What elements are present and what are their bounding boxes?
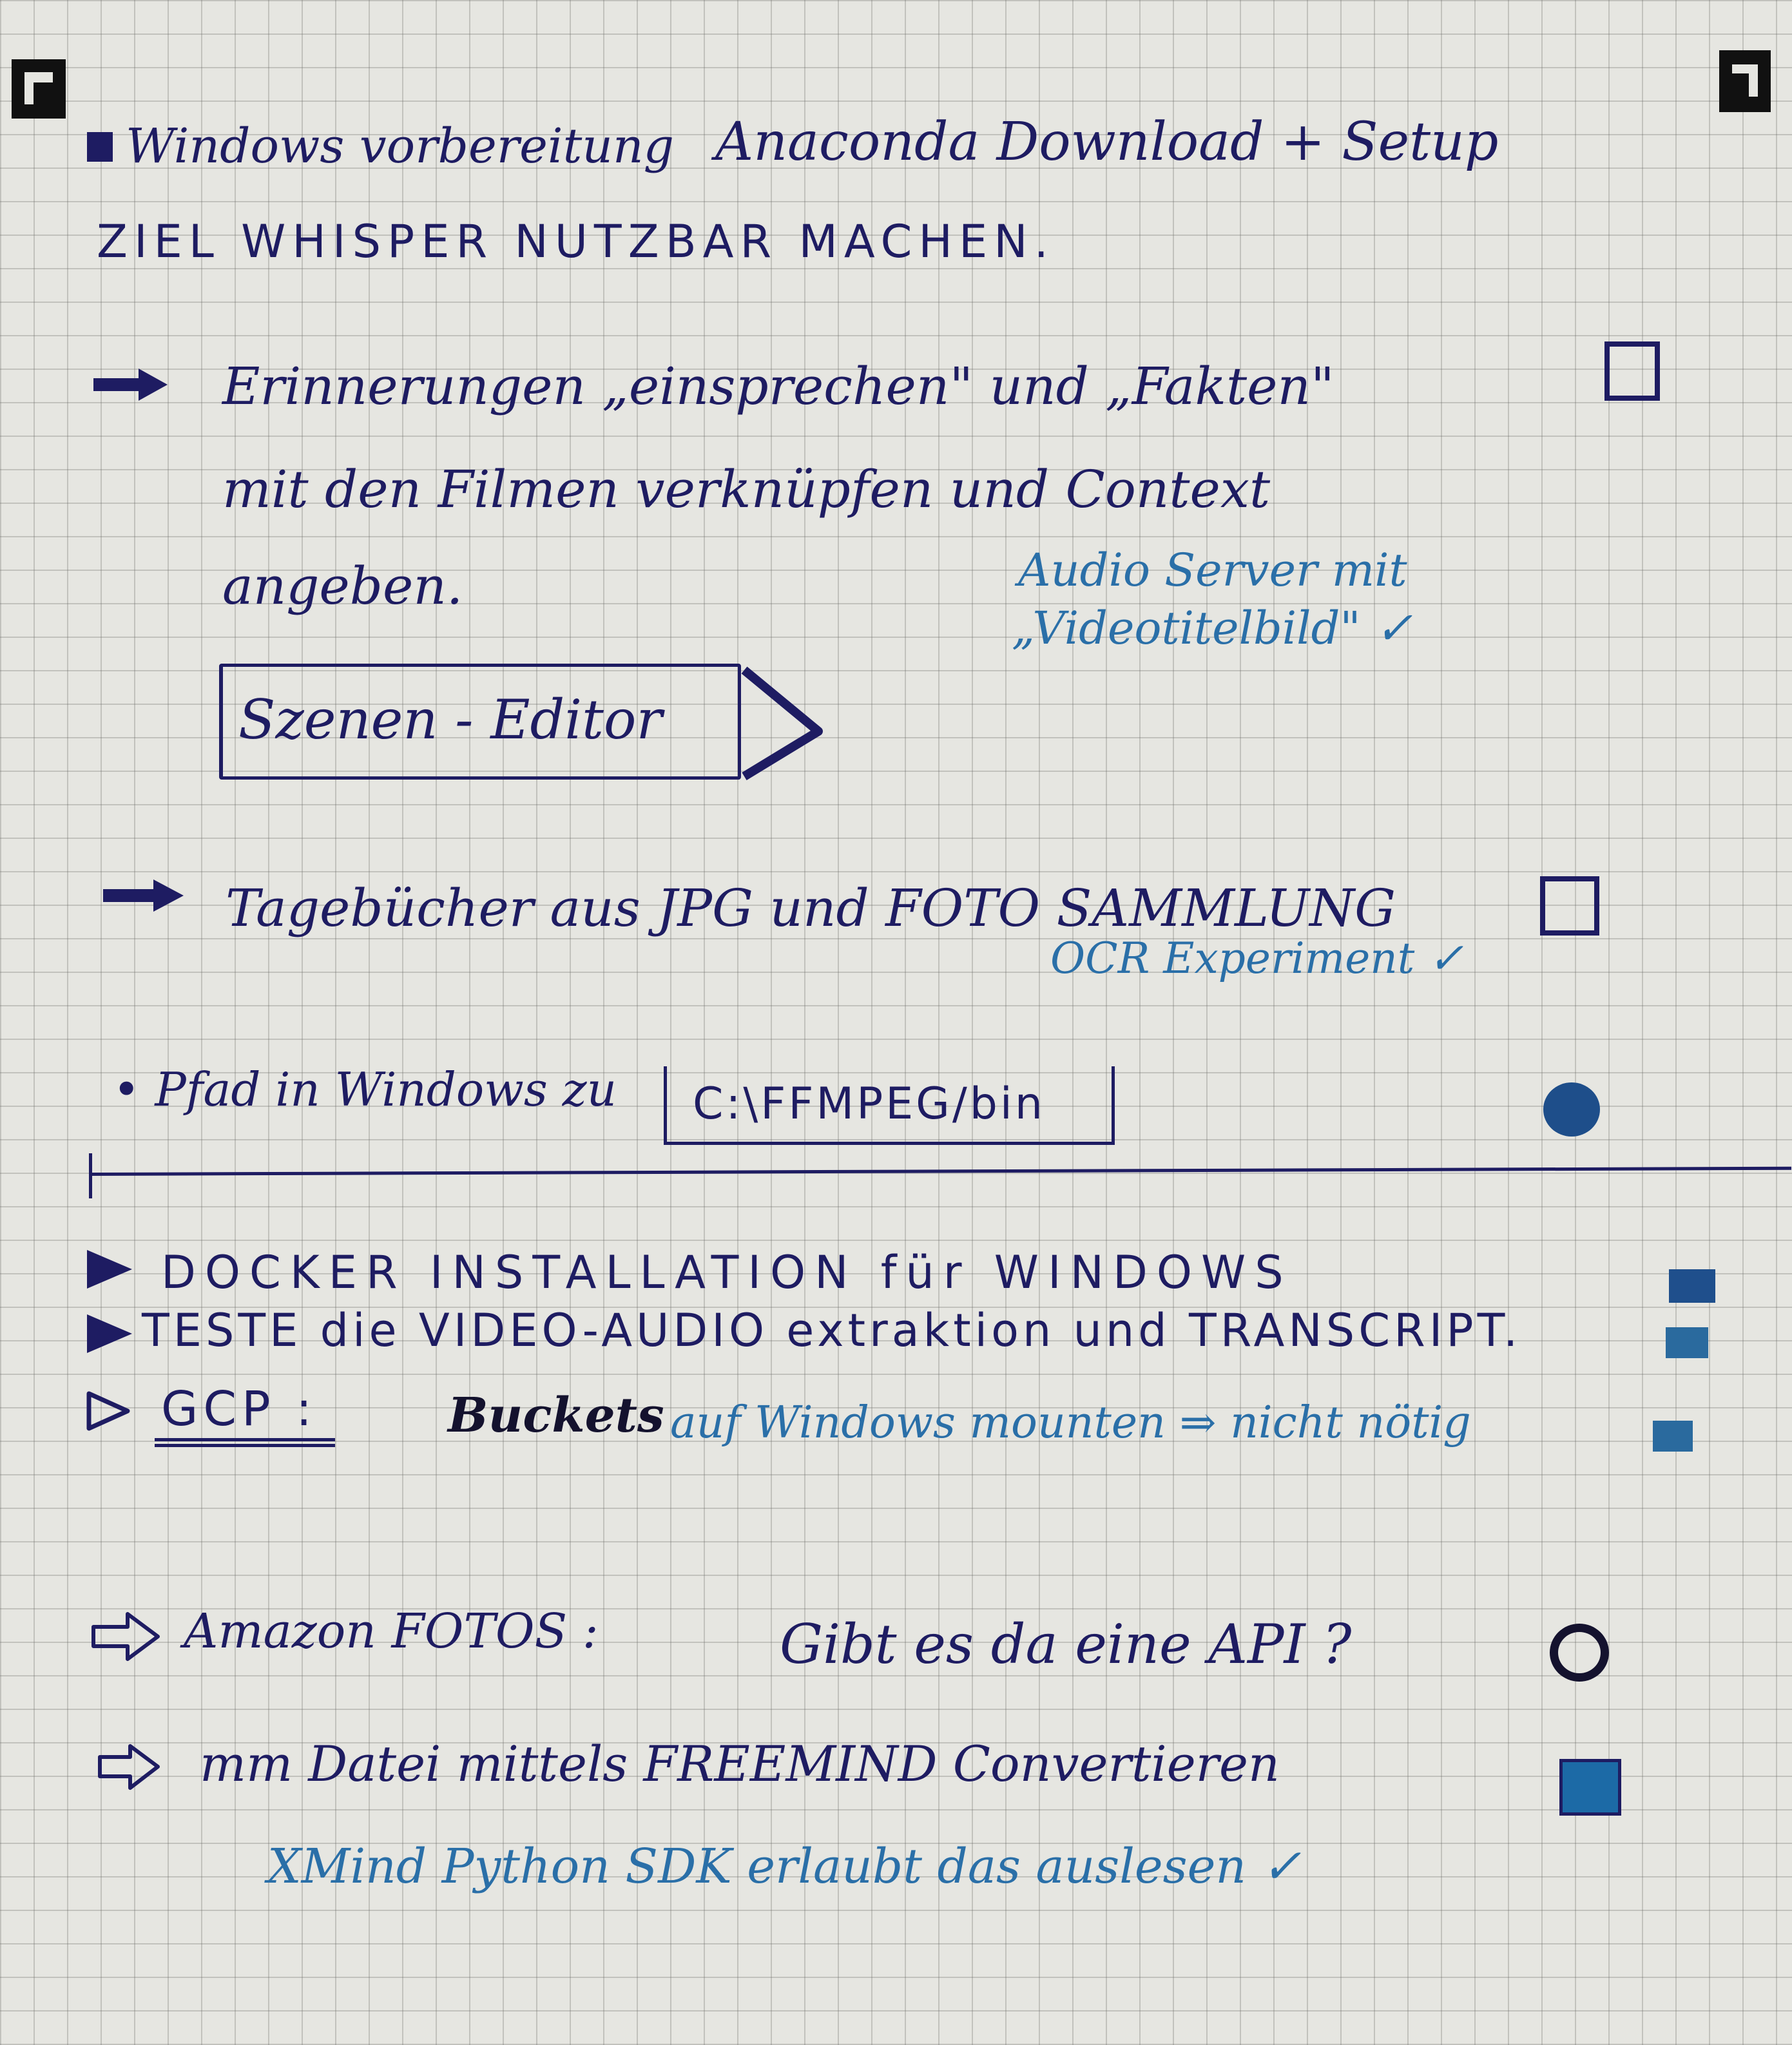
item5-text: mm Datei mittels FREEMIND Convertieren <box>200 1735 1280 1792</box>
goal-text: ZIEL WHISPER NUTZBAR MACHEN. <box>97 215 1055 268</box>
task2-text: TESTE die VIDEO-AUDIO extraktion und TRA… <box>142 1304 1522 1357</box>
item1-line1: Erinnerungen „einsprechen" und „Fakten" <box>222 356 1334 416</box>
hollow-arrow-icon-1 <box>90 1611 161 1665</box>
item1-line2: mit den Filmen verknüpfen und Context <box>222 459 1271 519</box>
checkbox-empty-2 <box>1540 876 1599 936</box>
scene-editor-box <box>219 664 741 780</box>
play-icon-1 <box>84 1247 135 1294</box>
item2-text: Tagebücher aus JPG und FOTO SAMMLUNG <box>226 878 1396 938</box>
play-outline-icon <box>84 1388 132 1436</box>
path-box <box>664 1066 1115 1145</box>
checkbox-filled-2 <box>1666 1327 1708 1358</box>
checkbox-filled-3 <box>1653 1421 1693 1452</box>
path-text: C:\FFMPEG/bin <box>693 1079 1045 1129</box>
item1-side-note-1: Audio Server mit <box>1018 544 1407 597</box>
corner-marker-right <box>1719 50 1771 112</box>
checkbox-filled-1 <box>1669 1269 1715 1303</box>
corner-marker-left <box>12 59 66 119</box>
hollow-arrow-icon-2 <box>97 1743 161 1794</box>
gcp-underline <box>155 1438 335 1447</box>
task1-text: DOCKER INSTALLATION für WINDOWS <box>161 1246 1293 1299</box>
item3-label: • Pfad in Windows zu <box>113 1062 617 1117</box>
status-dot-filled <box>1543 1082 1600 1137</box>
task3-rest: auf Windows mounten ⇒ nicht nötig <box>670 1397 1471 1448</box>
header-bullet-square <box>87 132 113 162</box>
item2-note: OCR Experiment ✓ <box>1050 934 1464 983</box>
divider-tick <box>89 1153 92 1198</box>
scene-editor-chevron-icon <box>735 660 831 785</box>
task3-bold: Buckets <box>448 1388 664 1443</box>
item5-note: XMind Python SDK erlaubt das auslesen ✓ <box>267 1839 1302 1894</box>
arrow-right-icon-2 <box>103 879 184 914</box>
task3-label: GCP : <box>161 1381 318 1437</box>
arrow-right-icon-1 <box>93 369 168 403</box>
item1-side-note-2: „Videotitelbild" ✓ <box>1012 602 1413 655</box>
status-circle-open <box>1550 1624 1609 1682</box>
header-right-text: Anaconda Download + Setup <box>715 111 1499 173</box>
header-text: Windows vorbereitung <box>126 119 674 174</box>
divider-line <box>90 1166 1791 1176</box>
scene-editor-label: Szenen - Editor <box>238 688 662 751</box>
item1-line3: angeben. <box>222 556 463 616</box>
checkbox-empty-1 <box>1604 341 1660 401</box>
checkbox-filled-4 <box>1559 1759 1621 1816</box>
play-icon-2 <box>84 1311 135 1359</box>
item4-question: Gibt es da eine API ? <box>780 1613 1352 1676</box>
item4-label: Amazon FOTOS : <box>184 1604 599 1659</box>
